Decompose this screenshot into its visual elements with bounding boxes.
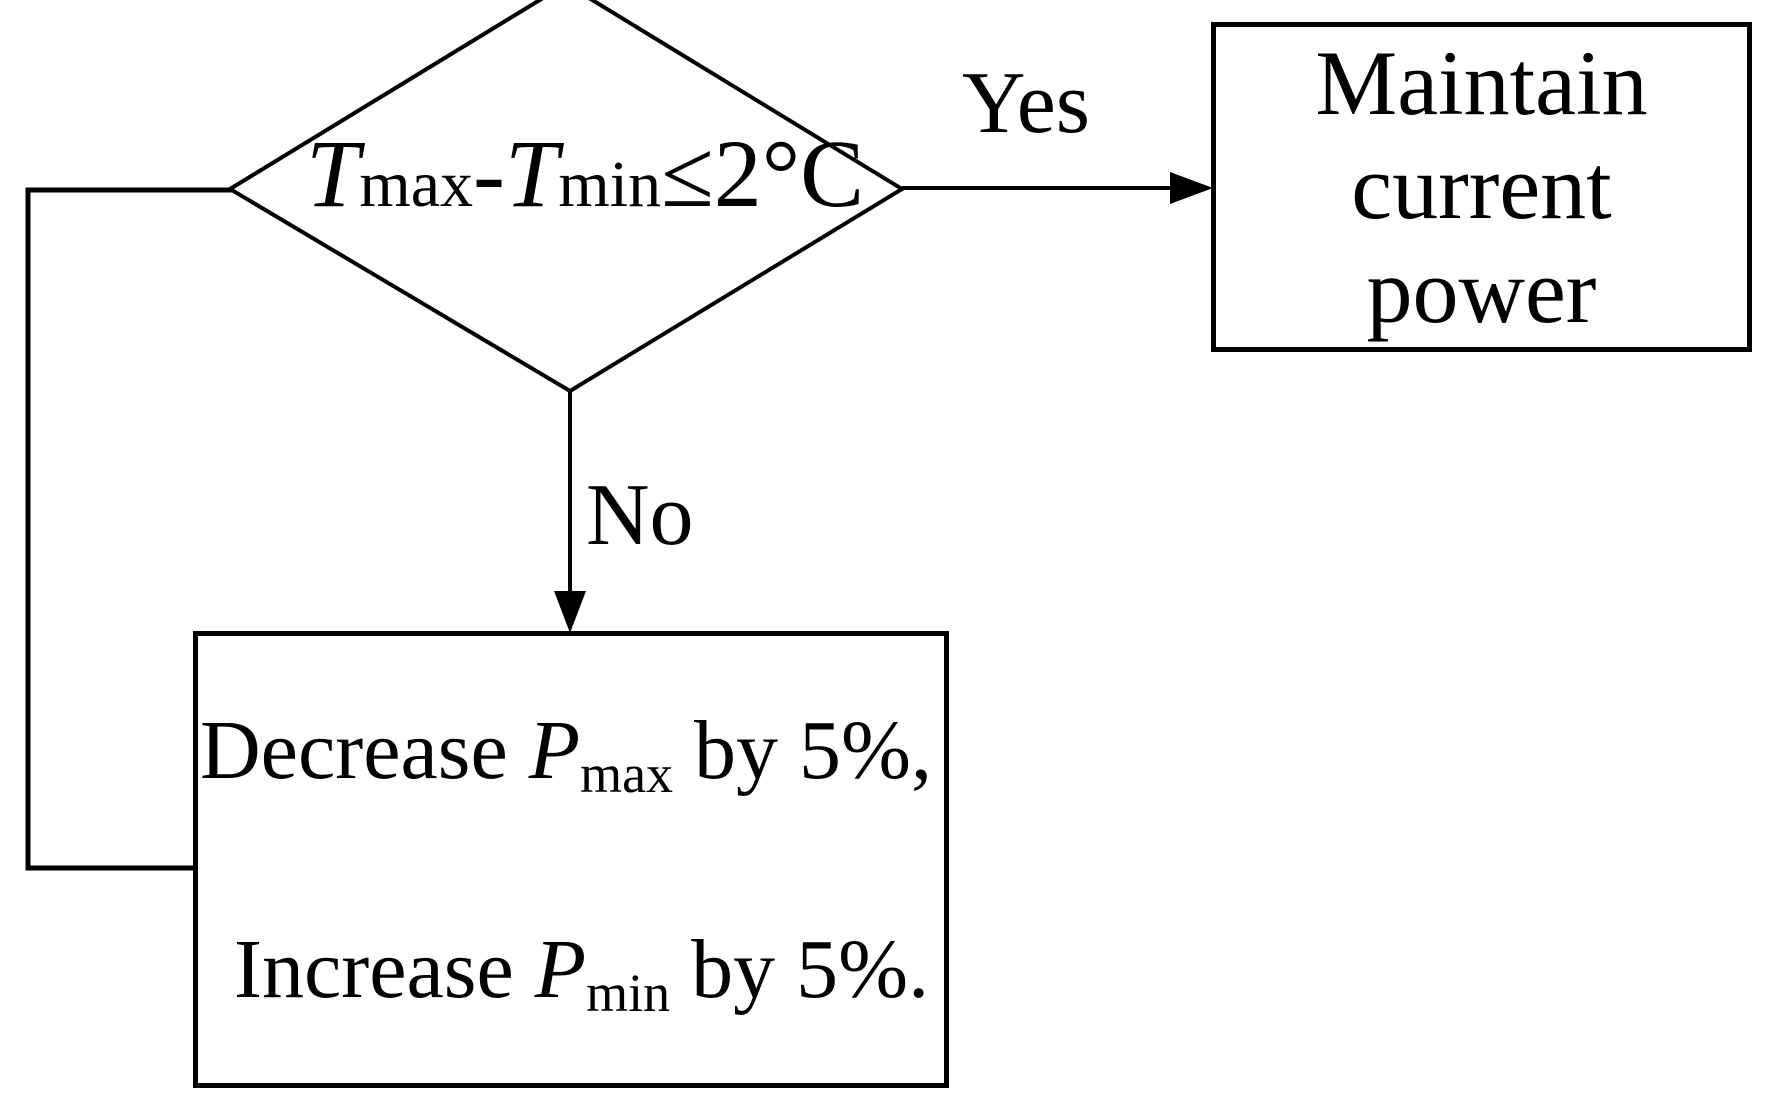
decision-sub-max: max <box>359 148 474 221</box>
decision-var-tmax: T <box>306 120 360 227</box>
decision-var-tmin: T <box>505 120 559 227</box>
maintain-power-box: Maintain current power <box>1211 22 1752 352</box>
adjust-line2-rest: by 5%. <box>670 923 930 1016</box>
adjust-power-box: Decrease Pmax by 5%, Increase Pmin by 5%… <box>193 631 949 1088</box>
decision-relation: ≤ <box>661 120 714 227</box>
decision-sub-min: min <box>558 148 662 221</box>
no-edge-label: No <box>586 467 694 564</box>
adjust-box-line-1: Decrease Pmax by 5%, <box>200 709 932 802</box>
adjust-box-line-2: Increase Pmin by 5%. <box>234 928 929 1021</box>
decision-unit: °C <box>761 120 865 227</box>
adjust-line1-sub: max <box>580 744 674 804</box>
adjust-line1-action: Decrease <box>200 704 529 797</box>
maintain-box-line-2: current <box>1351 136 1612 238</box>
decision-condition-text: Tmax-Tmin≤2°C <box>306 126 864 222</box>
adjust-line2-action: Increase <box>234 923 535 1016</box>
yes-edge-label: Yes <box>962 55 1091 152</box>
adjust-line2-var: P <box>534 923 587 1016</box>
maintain-box-line-3: power <box>1366 240 1597 342</box>
maintain-box-line-1: Maintain <box>1315 32 1648 134</box>
decision-minus: - <box>473 120 505 227</box>
no-arrowhead-icon <box>554 591 586 633</box>
loop-connector <box>25 187 232 871</box>
yes-arrowhead-icon <box>1170 172 1213 204</box>
decision-value: 2 <box>713 120 762 227</box>
adjust-line1-var: P <box>528 704 581 797</box>
adjust-line1-rest: by 5%, <box>673 704 933 797</box>
adjust-line2-sub: min <box>586 963 671 1023</box>
